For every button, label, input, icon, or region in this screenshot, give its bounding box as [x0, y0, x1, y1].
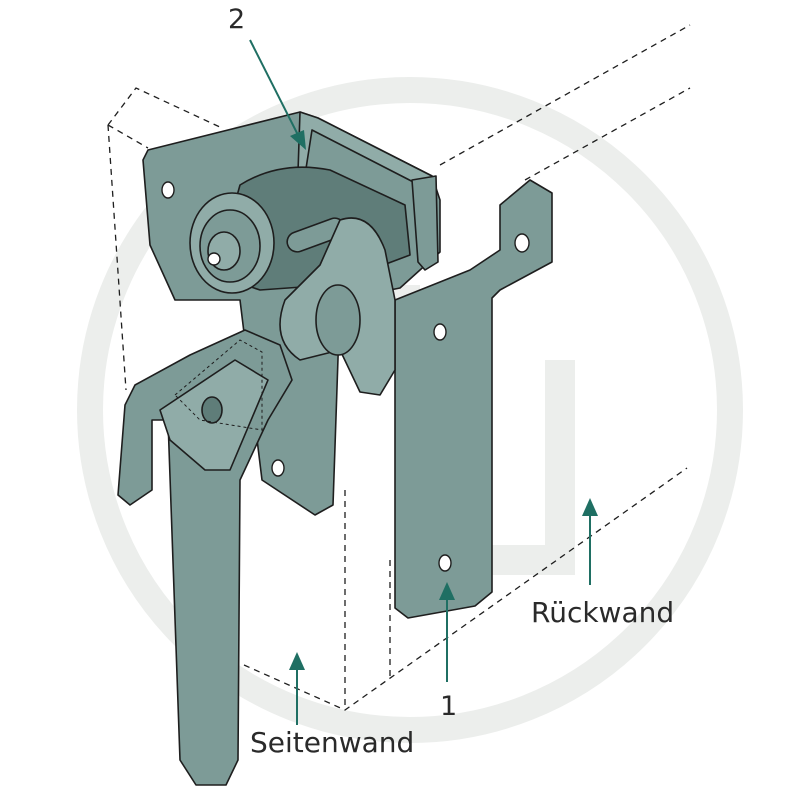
callout-side-wall: Seitenwand — [250, 652, 414, 759]
arrow-side-wall-head — [289, 652, 305, 670]
arrow-2-line — [249, 39, 299, 136]
rear-bracket — [394, 179, 553, 619]
callout-1: 1 — [439, 582, 457, 722]
callout-rear-wall: Rückwand — [531, 498, 674, 629]
arrow-1-head — [439, 582, 455, 600]
wall-outlines — [107, 24, 691, 711]
label-2: 2 — [228, 4, 245, 35]
label-1: 1 — [440, 691, 457, 722]
catch-hook — [279, 175, 439, 396]
label-rear-wall: Rückwand — [531, 596, 674, 629]
arrow-2-head — [290, 130, 306, 150]
arrow-rear-wall-head — [582, 498, 598, 516]
label-side-wall: Seitenwand — [250, 726, 414, 759]
callout-2: 2 — [228, 4, 306, 150]
lever-arm — [117, 329, 293, 786]
